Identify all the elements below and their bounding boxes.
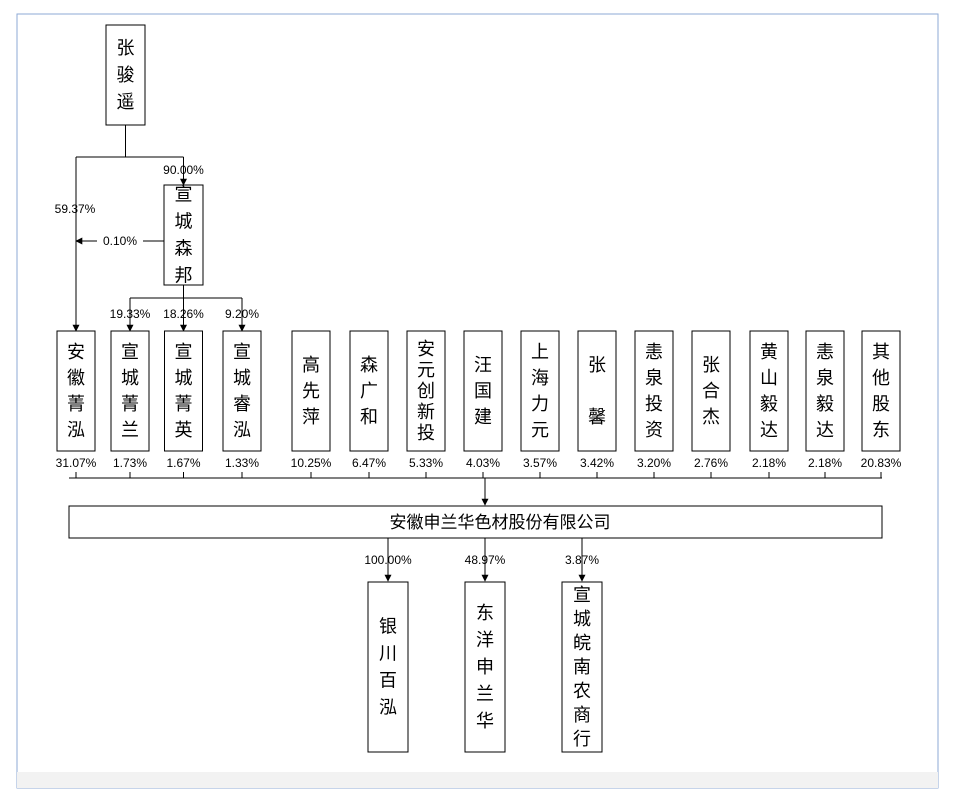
shareholder-name: 张合杰 bbox=[702, 355, 720, 428]
shareholder-node: 汪国建 4.03% bbox=[463, 330, 503, 470]
subsidiary-name: 银川百泓 bbox=[379, 617, 397, 719]
platform-holding-labels: 19.33% 18.26% 9.20% bbox=[110, 307, 260, 321]
shareholder-name: 恚泉投资 bbox=[645, 342, 663, 441]
shareholder-name: 恚泉毅达 bbox=[816, 342, 834, 441]
shareholder-pct: 10.25% bbox=[291, 456, 332, 470]
subsidiary-name: 宣城皖南农商行 bbox=[573, 585, 591, 750]
subsidiary-pct: 48.97% bbox=[465, 553, 506, 567]
shareholder-pct: 20.83% bbox=[861, 456, 902, 470]
shareholder-name: 高先萍 bbox=[302, 355, 320, 428]
shareholder-pct: 31.07% bbox=[56, 456, 97, 470]
shareholder-pct: 3.42% bbox=[580, 456, 614, 470]
shareholder-box bbox=[691, 330, 731, 452]
platform-holding-pct: 9.20% bbox=[225, 307, 259, 321]
shareholder-box bbox=[463, 330, 503, 452]
shareholder-node: 安徽菁泓 31.07% bbox=[56, 330, 97, 470]
shareholder-box bbox=[577, 330, 617, 452]
subsidiary-node: 100.00% 银川百泓 bbox=[364, 553, 412, 753]
shareholder-name: 汪国建 bbox=[474, 355, 492, 428]
shareholder-pct: 1.33% bbox=[225, 456, 259, 470]
company-node: 安徽申兰华色材股份有限公司 bbox=[68, 505, 883, 539]
shareholder-pct: 5.33% bbox=[409, 456, 443, 470]
subsidiary-box bbox=[464, 581, 506, 753]
shareholder-box bbox=[164, 330, 203, 452]
shareholder-box bbox=[110, 330, 150, 452]
subsidiary-box bbox=[367, 581, 409, 753]
shareholder-box bbox=[349, 330, 389, 452]
shareholder-pct: 1.73% bbox=[113, 456, 147, 470]
shareholder-name: 其他股东 bbox=[872, 342, 890, 441]
shareholder-pct: 1.67% bbox=[166, 456, 200, 470]
founder-node: 张骏遥 bbox=[105, 24, 146, 126]
shareholder-box bbox=[56, 330, 96, 452]
shareholder-box bbox=[861, 330, 901, 452]
shareholder-node: 其他股东 20.83% bbox=[861, 330, 902, 470]
shareholder-node: 恚泉投资 3.20% bbox=[634, 330, 674, 470]
subsidiary-node: 3.87% 宣城皖南农商行 bbox=[561, 553, 603, 753]
shareholder-node: 张 馨 3.42% bbox=[577, 330, 617, 470]
shareholder-name: 安元创新投 bbox=[417, 339, 435, 444]
shareholder-node: 黄山毅达 2.18% bbox=[749, 330, 789, 470]
subsidiary-row: 100.00% 银川百泓 48.97% 东洋申兰华 3.87% 宣城皖南农商行 bbox=[364, 538, 603, 753]
subsidiary-box bbox=[561, 581, 603, 753]
shareholder-node: 宣城菁英 1.67% bbox=[164, 330, 203, 470]
label-holding-cross: 0.10% bbox=[103, 234, 137, 248]
shareholder-box bbox=[634, 330, 674, 452]
shareholder-pct: 6.47% bbox=[352, 456, 386, 470]
shareholder-box bbox=[406, 330, 446, 452]
shareholder-name: 森广和 bbox=[360, 355, 378, 428]
shareholder-name: 张 馨 bbox=[588, 355, 606, 428]
subsidiary-pct: 100.00% bbox=[364, 553, 412, 567]
shareholder-pct: 2.18% bbox=[752, 456, 786, 470]
founder-name: 张骏遥 bbox=[117, 38, 135, 113]
shareholder-box bbox=[222, 330, 262, 452]
shareholder-node: 宣城睿泓 1.33% bbox=[222, 330, 262, 470]
shareholder-node: 张合杰 2.76% bbox=[691, 330, 731, 470]
company-name: 安徽申兰华色材股份有限公司 bbox=[390, 513, 611, 533]
shareholder-node: 高先萍 10.25% bbox=[291, 330, 332, 470]
shareholder-name: 黄山毅达 bbox=[760, 342, 778, 441]
shareholder-node: 森广和 6.47% bbox=[349, 330, 389, 470]
platform-holding-pct: 18.26% bbox=[163, 307, 204, 321]
bottom-strip bbox=[17, 772, 938, 788]
shareholder-box bbox=[805, 330, 845, 452]
shareholder-name: 上海力元 bbox=[531, 342, 549, 441]
label-founder-holding: 90.00% bbox=[163, 163, 204, 177]
shareholder-pct: 3.57% bbox=[523, 456, 557, 470]
subsidiary-node: 48.97% 东洋申兰华 bbox=[464, 553, 506, 753]
holding-platform-connectors bbox=[126, 285, 246, 332]
shareholder-pct: 4.03% bbox=[466, 456, 500, 470]
holding-node: 宣城森邦 bbox=[163, 184, 204, 287]
shareholder-pct: 2.76% bbox=[694, 456, 728, 470]
holding-name: 宣城森邦 bbox=[175, 185, 193, 287]
shareholder-pct: 2.18% bbox=[808, 456, 842, 470]
subsidiary-name: 东洋申兰华 bbox=[476, 603, 494, 732]
label-founder-direct: 59.37% bbox=[55, 202, 96, 216]
shareholder-row: 安徽菁泓 31.07% 宣城菁兰 1.73% 宣城菁英 1.67% 宣城睿泓 1.33% 高先萍… bbox=[56, 330, 902, 470]
shareholder-name: 安徽菁泓 bbox=[67, 342, 85, 441]
shareholder-name: 宣城菁兰 bbox=[121, 342, 139, 441]
shareholder-box bbox=[749, 330, 789, 452]
shareholder-pct: 3.20% bbox=[637, 456, 671, 470]
platform-holding-pct: 19.33% bbox=[110, 307, 151, 321]
shareholder-name: 宣城菁英 bbox=[175, 342, 193, 441]
shareholder-box bbox=[520, 330, 560, 452]
shareholder-name: 宣城睿泓 bbox=[233, 342, 251, 441]
shareholder-node: 恚泉毅达 2.18% bbox=[805, 330, 845, 470]
shareholder-node: 上海力元 3.57% bbox=[520, 330, 560, 470]
shareholder-box bbox=[291, 330, 331, 452]
subsidiary-pct: 3.87% bbox=[565, 553, 599, 567]
shareholder-node: 宣城菁兰 1.73% bbox=[110, 330, 150, 470]
shareholder-bus bbox=[69, 472, 882, 506]
shareholder-node: 安元创新投 5.33% bbox=[406, 330, 446, 470]
